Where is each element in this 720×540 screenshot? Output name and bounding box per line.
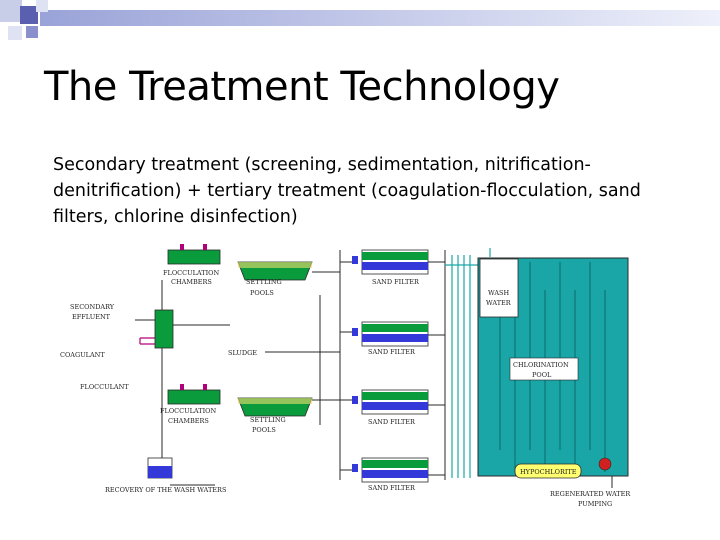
flocculation-chambers-bottom xyxy=(167,384,221,405)
label-flocculation-top-2: CHAMBERS xyxy=(171,278,212,286)
wash-water-level xyxy=(148,466,172,478)
settling-pool-bottom xyxy=(237,397,313,417)
settling-pool-top xyxy=(237,261,313,281)
hypochlorite-tank xyxy=(514,463,582,479)
flocculation-chambers-top xyxy=(167,244,221,265)
label-sludge: SLUDGE xyxy=(228,349,257,357)
sand-filter-3 xyxy=(352,389,429,415)
label-sand-filter-4: SAND FILTER xyxy=(368,484,416,492)
chlorination-label-box xyxy=(509,357,579,381)
label-wash-water-2: WATER xyxy=(486,299,512,307)
label-sand-filter-2: SAND FILTER xyxy=(368,348,416,356)
label-flocculation-bottom-2: CHAMBERS xyxy=(168,417,209,425)
chemical-lines xyxy=(139,337,157,345)
label-wash-water-1: WASH xyxy=(488,289,510,297)
slide-title: The Treatment Technology xyxy=(44,64,560,110)
label-chlorination-1: CHLORINATION xyxy=(513,361,569,369)
slide-body: Secondary treatment (screening, sediment… xyxy=(53,155,641,227)
label-regenerated-2: PUMPING xyxy=(578,500,612,508)
header-band xyxy=(40,10,720,26)
mixing-chamber xyxy=(154,309,174,349)
sand-filter-1 xyxy=(352,249,429,275)
label-settling-top-2: POOLS xyxy=(250,289,274,297)
chlorination-pool xyxy=(477,257,629,477)
sand-filter-2 xyxy=(352,321,429,347)
label-flocculant: FLOCCULANT xyxy=(80,383,129,391)
label-flocculation-bottom-1: FLOCCULATION xyxy=(160,407,216,415)
label-sand-filter-3: SAND FILTER xyxy=(368,418,416,426)
pump-icon xyxy=(598,457,612,471)
label-settling-bottom-1: SETTLING xyxy=(250,416,286,424)
sand-filter-4 xyxy=(352,457,429,483)
label-sand-filter-1: SAND FILTER xyxy=(372,278,420,286)
deco-square-5 xyxy=(36,0,48,12)
label-settling-top-1: SETTLING xyxy=(246,278,282,286)
label-chlorination-2: POOL xyxy=(532,371,552,379)
deco-square-3 xyxy=(8,26,22,40)
label-regenerated-1: REGENERATED WATER xyxy=(550,490,631,498)
deco-square-2 xyxy=(20,6,38,24)
diagram-labels: FLOCCULATION CHAMBERS SETTLING POOLS SEC… xyxy=(60,269,631,508)
deco-square-1 xyxy=(0,0,22,22)
label-coagulant: COAGULANT xyxy=(60,351,105,359)
label-recovery: RECOVERY OF THE WASH WATERS xyxy=(105,486,226,494)
label-settling-bottom-2: POOLS xyxy=(252,426,276,434)
wash-water-box xyxy=(479,258,519,318)
deco-square-4 xyxy=(26,26,38,38)
water-lines xyxy=(445,248,491,478)
label-secondary-1: SECONDARY xyxy=(70,303,115,311)
label-secondary-2: EFFLUENT xyxy=(72,313,111,321)
label-hypochlorite: HYPOCHLORITE xyxy=(520,468,577,476)
label-flocculation-top-1: FLOCCULATION xyxy=(163,269,219,277)
